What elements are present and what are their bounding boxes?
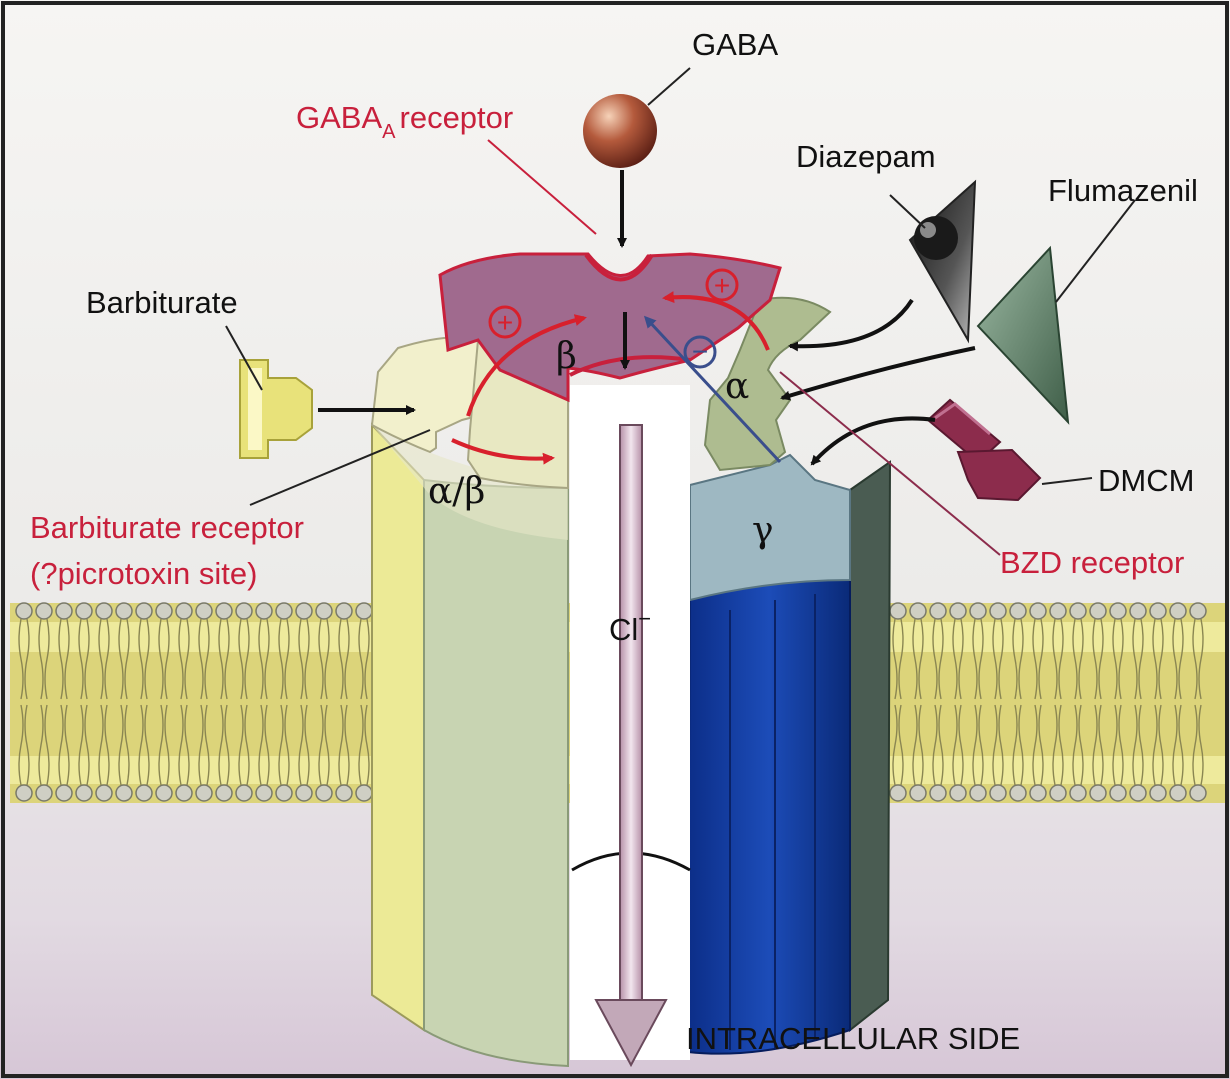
lipid-head xyxy=(910,785,926,801)
svg-text:−: − xyxy=(692,336,708,367)
picrotoxin-site-label: (?picrotoxin site) xyxy=(30,556,257,591)
lipid-head xyxy=(156,603,172,619)
lipid-head xyxy=(1090,785,1106,801)
lipid-head xyxy=(276,603,292,619)
intracellular-side-label: INTRACELLULAR SIDE xyxy=(686,1021,1020,1056)
barbiturate-label: Barbiturate xyxy=(86,285,238,320)
lipid-head xyxy=(1050,785,1066,801)
lipid-head xyxy=(116,603,132,619)
alpha-beta-subunit-label: α/β xyxy=(428,471,485,512)
lipid-head xyxy=(16,603,32,619)
lipid-head xyxy=(1110,603,1126,619)
lipid-head xyxy=(356,603,372,619)
svg-text:+: + xyxy=(497,307,513,338)
lipid-head xyxy=(1130,785,1146,801)
lipid-head xyxy=(1190,603,1206,619)
lipid-head xyxy=(136,603,152,619)
lipid-head xyxy=(176,785,192,801)
lipid-head xyxy=(136,785,152,801)
lipid-head xyxy=(1110,785,1126,801)
lipid-head xyxy=(296,603,312,619)
lipid-head xyxy=(990,603,1006,619)
lipid-head xyxy=(176,603,192,619)
lipid-head xyxy=(1150,785,1166,801)
lipid-head xyxy=(950,603,966,619)
lipid-head xyxy=(256,785,272,801)
lipid-head xyxy=(950,785,966,801)
lipid-head xyxy=(1170,785,1186,801)
lipid-head xyxy=(316,603,332,619)
lipid-head xyxy=(36,603,52,619)
lipid-head xyxy=(970,603,986,619)
lipid-head xyxy=(216,785,232,801)
lipid-head xyxy=(1030,603,1046,619)
lipid-head xyxy=(970,785,986,801)
lipid-head xyxy=(36,785,52,801)
lipid-head xyxy=(1150,603,1166,619)
lipid-head xyxy=(56,603,72,619)
lipid-head xyxy=(76,603,92,619)
dmcm-label: DMCM xyxy=(1098,463,1194,498)
lipid-head xyxy=(16,785,32,801)
lipid-head xyxy=(890,603,906,619)
alpha-subunit-label: α xyxy=(725,366,749,407)
lipid-head xyxy=(196,785,212,801)
gamma-subunit-label: γ xyxy=(752,510,774,551)
lipid-head xyxy=(156,785,172,801)
lipid-head xyxy=(336,603,352,619)
lipid-head xyxy=(196,603,212,619)
lipid-head xyxy=(1030,785,1046,801)
beta-subunit-label: β xyxy=(556,336,577,377)
lipid-head xyxy=(1190,785,1206,801)
lipid-head xyxy=(236,785,252,801)
lipid-head xyxy=(336,785,352,801)
lipid-head xyxy=(116,785,132,801)
lipid-head xyxy=(890,785,906,801)
lipid-head xyxy=(276,785,292,801)
lipid-head xyxy=(316,785,332,801)
barbiturate-receptor-label: Barbiturate receptor xyxy=(30,510,304,545)
lipid-head xyxy=(256,603,272,619)
lipid-head xyxy=(356,785,372,801)
lipid-head xyxy=(990,785,1006,801)
diazepam-label: Diazepam xyxy=(796,139,936,174)
lipid-head xyxy=(930,785,946,801)
lipid-head xyxy=(96,785,112,801)
lipid-head xyxy=(96,603,112,619)
lipid-head xyxy=(1010,785,1026,801)
lipid-head xyxy=(1130,603,1146,619)
lipid-head xyxy=(216,603,232,619)
gaba-label: GABA xyxy=(692,27,778,62)
bzd-receptor-label: BZD receptor xyxy=(1000,545,1184,580)
svg-text:+: + xyxy=(714,270,730,301)
gaba-molecule xyxy=(583,94,657,168)
flumazenil-label: Flumazenil xyxy=(1048,173,1198,208)
lipid-head xyxy=(1070,785,1086,801)
lipid-head xyxy=(1090,603,1106,619)
lipid-head xyxy=(910,603,926,619)
lipid-head xyxy=(236,603,252,619)
lipid-head xyxy=(1010,603,1026,619)
lipid-head xyxy=(930,603,946,619)
lipid-head xyxy=(296,785,312,801)
lipid-head xyxy=(1070,603,1086,619)
lipid-head xyxy=(76,785,92,801)
lipid-head xyxy=(56,785,72,801)
lipid-head xyxy=(1170,603,1186,619)
lipid-head xyxy=(1050,603,1066,619)
